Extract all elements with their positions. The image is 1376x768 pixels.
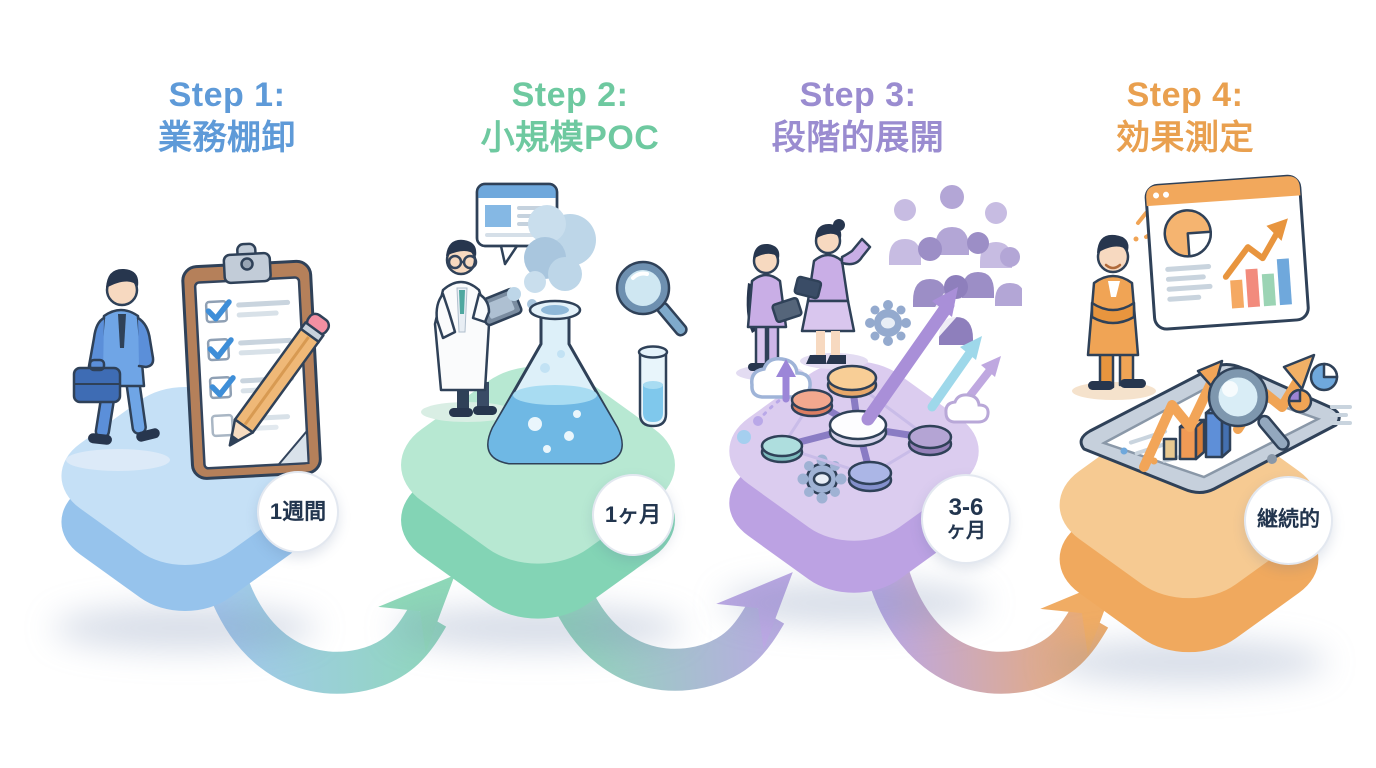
flask-icon [487,299,623,465]
step-4-illustration [1072,174,1352,494]
step-4-label: Step 4: [1126,76,1244,114]
magnifier-icon [615,260,688,337]
step-1-duration-text: 1週間 [269,499,327,525]
businesswoman-2-icon [793,219,872,364]
step-3-title: Step 3: 段階的展開 [708,74,1008,160]
step-2-name: 小規模POC [480,118,660,157]
step-2-title: Step 2: 小規模POC [420,74,720,160]
step-1-title: Step 1: 業務棚卸 [77,74,377,160]
step-1-duration-badge: 1週間 [257,471,339,553]
step-2-duration-text: 1ヶ月 [604,502,662,528]
step-4-name: 効果測定 [1116,118,1254,157]
growth-arrows-icon [861,287,1001,426]
step-4-title: Step 4: 効果測定 [1035,74,1335,160]
dashboard-window-icon [1144,174,1310,331]
step-4-duration-text: 継続的 [1257,508,1320,532]
step-3-label: Step 3: [799,76,917,114]
browser-speech-bubble-icon [475,182,559,266]
step-1-illustration [66,242,331,480]
step-4-platform [1032,391,1346,684]
flow-arrow-1 [197,543,455,694]
gear-icon-2 [797,454,847,504]
step-1-platform [35,368,335,650]
magnifier-icon-2 [1207,366,1290,451]
step-2-duration-badge: 1ヶ月 [592,474,674,556]
mini-pie-icons [1287,362,1352,425]
step-3-illustration [736,185,1022,504]
gear-icon [865,300,911,346]
cloud-upload-icon [737,356,812,444]
pie-chart-icon [1163,209,1213,258]
step-2-label: Step 2: [511,76,629,114]
step-1-label: Step 1: [168,76,286,114]
step-1-name: 業務棚卸 [158,118,296,157]
step-2-illustration [421,182,688,465]
pencil-icon [228,312,331,447]
vapor-cloud-icon [507,205,596,309]
ground-shadow [66,449,170,471]
step-1-platform-shadow [53,606,317,650]
businesswoman-1-icon [746,243,803,371]
test-tube-icon [637,345,669,428]
step-4-duration-badge: 継続的 [1244,476,1333,565]
checklist-row-1 [204,299,291,324]
scientist-icon [433,239,523,417]
checklist-clipboard-icon [181,242,322,480]
step-3-duration-text: 3-6 [948,494,984,522]
bar-chart-icon [1222,218,1292,309]
step-3-duration-text-2: ヶ月 [946,520,986,543]
step-3-platform [702,341,1006,625]
step-3-duration-badge: 3-6 ヶ月 [921,474,1011,564]
small-cloud-icon [944,393,990,424]
user-group-icon [889,185,1022,345]
step-2-platform [371,344,705,650]
step-3-name: 段階的展開 [771,118,945,157]
businessman-orange-icon [1086,234,1146,390]
checklist-row-2 [206,337,293,362]
businessman-icon [72,268,160,445]
